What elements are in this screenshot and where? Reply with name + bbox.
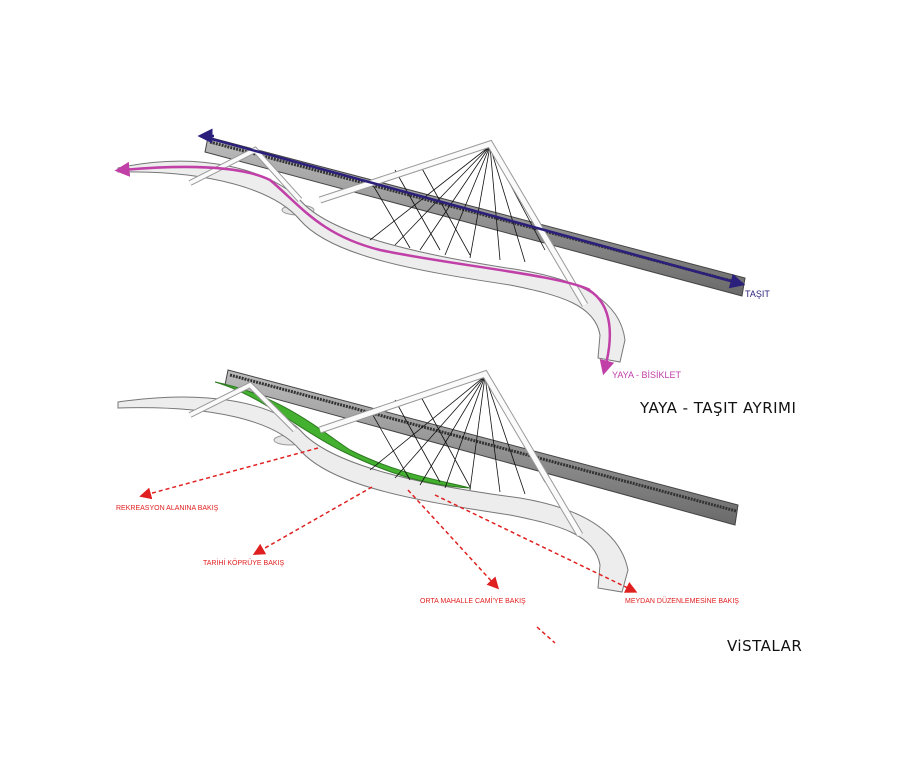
pedestrian-route-arrow [114,161,591,292]
dash-mark [536,626,556,644]
view-arrow-mosque [407,489,500,590]
pedestrian-label: YAYA - BİSİKLET [612,370,682,380]
view-arrow-square [434,494,638,593]
view-label-historic-bridge: TARİHİ KÖPRÜYE BAKIŞ [203,558,284,567]
view-arrow-historic-bridge [252,486,373,555]
view-label-recreation: REKREASYON ALANINA BAKIŞ [116,505,219,512]
view-label-square: MEYDAN DÜZENLEMESİNE BAKIŞ [625,596,739,605]
vehicle-route-arrow [207,136,746,289]
bottom-bridge: REKREASYON ALANINA BAKIŞ TARİHİ KÖPRÜYE … [116,369,802,655]
view-arrow-recreation [139,447,319,500]
diagram-title-vistas: ViSTALAR [727,637,802,655]
diagram-title-separation: YAYA - TAŞIT AYRIMI [639,399,796,417]
vehicle-deck [204,136,746,297]
view-label-mosque: ORTA MAHALLE CAMİ'YE BAKIŞ [420,596,526,605]
top-bridge: TAŞIT YAYA - BİSİKLET YAYA - TAŞIT AYRIM… [114,128,796,417]
stay-cables [369,145,546,263]
pedestrian-deck [117,396,629,593]
vehicle-label: TAŞIT [745,289,770,299]
